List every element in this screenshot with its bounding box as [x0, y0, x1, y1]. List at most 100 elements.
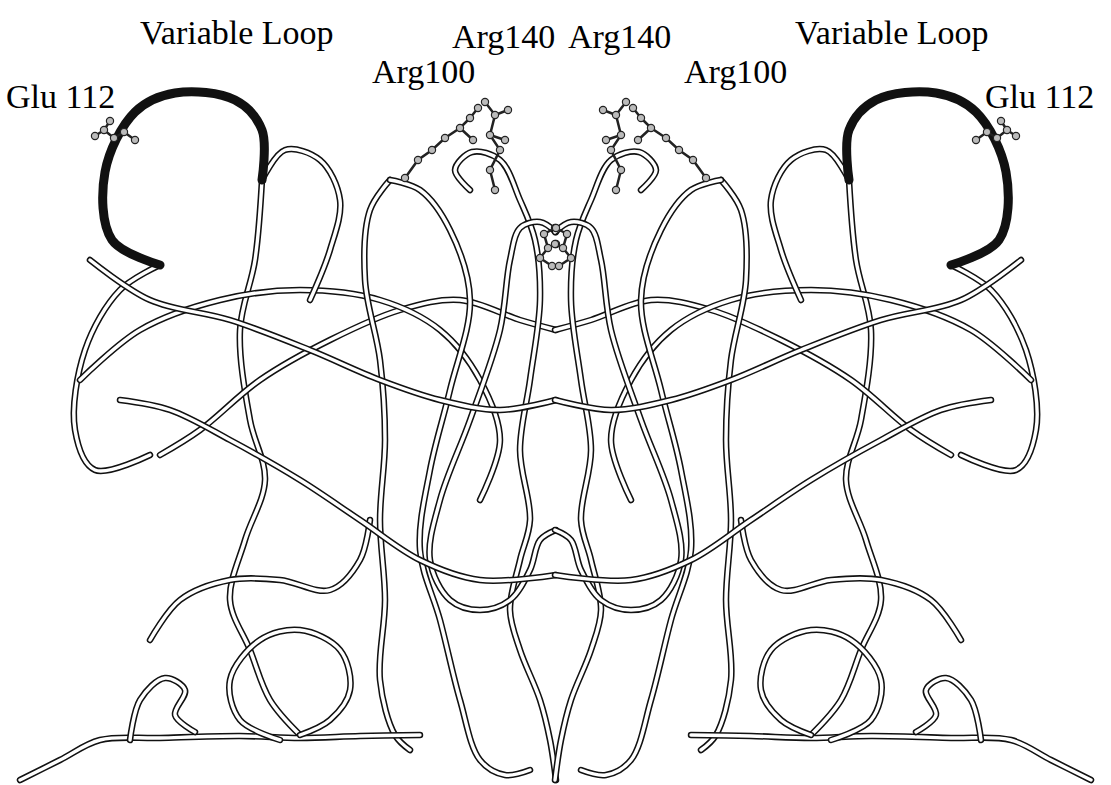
ribbon-outline	[555, 400, 991, 581]
region-label: Variable Loop	[795, 16, 989, 50]
side-chain-atom	[481, 98, 488, 105]
side-chain-atom	[612, 111, 619, 118]
ribbon-outline	[455, 151, 556, 780]
ribbon-outline	[555, 151, 656, 780]
ribbon-core	[150, 520, 370, 640]
side-chain-bond	[976, 130, 1007, 140]
ribbon-outline	[80, 290, 500, 500]
side-chain-bond	[611, 102, 626, 190]
ribbon-core	[916, 678, 981, 740]
residue-label: Glu 112	[985, 80, 1094, 114]
side-chain-atom	[599, 106, 606, 113]
side-chain-atom	[491, 111, 498, 118]
side-chain-atom	[536, 254, 543, 261]
side-chain-atom	[414, 156, 421, 163]
ribbon-outline	[364, 180, 410, 750]
ribbon-outline	[741, 520, 961, 640]
side-chain-atom	[501, 136, 508, 143]
ribbon-core	[691, 735, 1091, 780]
side-chain-atom	[567, 254, 574, 261]
monomer-right	[551, 92, 1091, 780]
side-chain-atom	[504, 106, 511, 113]
ribbon-core	[741, 520, 961, 640]
ribbon-outline	[701, 180, 747, 750]
side-chain-atom	[469, 136, 476, 143]
side-chain-atom	[563, 230, 570, 237]
side-chain-atom	[675, 146, 682, 153]
ribbon-core	[455, 151, 556, 780]
ribbon-core	[771, 149, 849, 300]
ribbon-outline	[916, 678, 981, 740]
side-chain-atom	[1003, 126, 1010, 133]
side-chain-atom	[110, 134, 117, 141]
side-chain-atom	[612, 186, 619, 193]
ribbon-outline	[20, 735, 420, 780]
ribbon-core	[701, 180, 747, 750]
side-chain-atom	[551, 240, 558, 247]
side-chain-atom	[702, 174, 709, 181]
side-chain-atom	[120, 128, 127, 135]
ribbon-outline	[691, 735, 1091, 780]
side-chain-atom	[486, 166, 493, 173]
side-chain-atom	[647, 124, 654, 131]
side-chain-atom	[401, 174, 408, 181]
residue-label: Arg100	[684, 55, 787, 89]
ribbon-outline	[262, 149, 340, 300]
side-chain-atom	[555, 262, 562, 269]
side-chain-atom	[552, 224, 559, 231]
ribbon-core	[364, 180, 410, 750]
side-chain-atom	[491, 186, 498, 193]
region-label: Variable Loop	[140, 16, 334, 50]
monomer-left	[20, 92, 560, 780]
side-chain-atom	[456, 124, 463, 131]
side-chain-atom	[637, 114, 644, 121]
side-chain-atom	[629, 104, 636, 111]
side-chain-atom	[607, 146, 614, 153]
ribbon-outline	[120, 400, 556, 581]
side-chain-atom	[559, 244, 566, 251]
ribbon-outline	[130, 678, 195, 740]
ribbon-outline	[611, 290, 1031, 500]
side-chain-atom	[474, 104, 481, 111]
ribbon-outline	[771, 149, 849, 300]
variable-loop	[103, 92, 265, 265]
ribbon-outline	[429, 222, 556, 610]
side-chain-atom	[689, 156, 696, 163]
side-chain-atom	[972, 136, 979, 143]
ribbon-core	[20, 735, 420, 780]
side-chain-atom	[441, 134, 448, 141]
ribbon-outline	[555, 222, 682, 610]
side-chain-atom	[100, 126, 107, 133]
ribbon-core	[611, 290, 1031, 500]
side-chain-bond	[104, 130, 135, 140]
ribbon-core	[555, 151, 656, 780]
ribbon-core	[90, 260, 556, 410]
ribbon-core	[555, 222, 682, 610]
ribbon-outline	[90, 260, 556, 410]
side-chain-atom	[983, 128, 990, 135]
side-chain-atom	[540, 230, 547, 237]
ribbon-core	[120, 400, 556, 581]
side-chain-atom	[544, 244, 551, 251]
side-chain-atom	[496, 146, 503, 153]
ribbon-core	[130, 678, 195, 740]
variable-loop	[847, 92, 1009, 265]
ribbon-outline	[760, 630, 881, 740]
residue-label: Arg100	[372, 55, 475, 89]
ribbon-core	[229, 630, 350, 740]
side-chain-atom	[997, 117, 1004, 124]
residue-label: Arg140	[568, 20, 671, 54]
side-chain-atom	[428, 146, 435, 153]
side-chain-atom	[486, 131, 493, 138]
side-chain-atom	[617, 166, 624, 173]
ribbon-core	[80, 290, 500, 500]
side-chain-bond	[641, 118, 706, 178]
ribbon-outline	[555, 260, 1021, 410]
side-chain-atom	[91, 132, 98, 139]
ribbon-outline	[150, 520, 370, 640]
ribbon-core	[760, 630, 881, 740]
side-chain-bond	[405, 118, 470, 178]
side-chain-atom	[634, 136, 641, 143]
ribbon-outline	[229, 630, 350, 740]
